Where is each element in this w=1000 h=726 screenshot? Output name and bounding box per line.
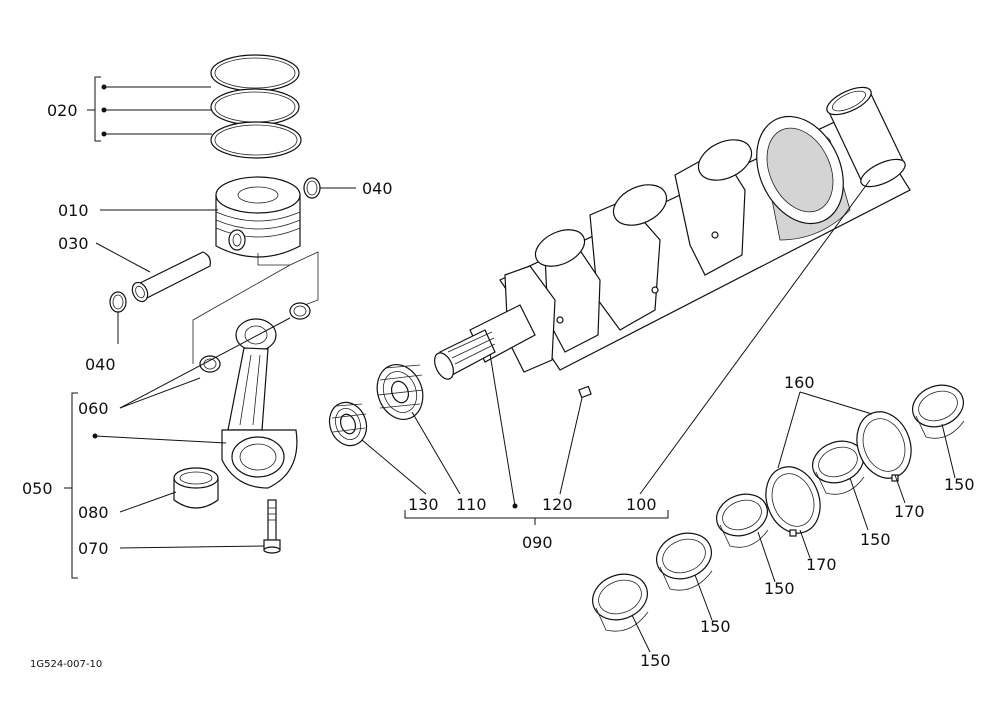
thrust-washer-right	[856, 411, 912, 482]
bracket-020	[87, 76, 212, 142]
crankshaft-gear	[376, 364, 424, 420]
callout-150-a: 150	[640, 651, 671, 670]
callout-170-a: 170	[806, 555, 837, 574]
callout-130: 130	[408, 495, 439, 514]
callout-150-e: 150	[944, 475, 975, 494]
callout-050: 050	[22, 479, 53, 498]
thrust-washer-left	[765, 466, 821, 537]
callout-100: 100	[626, 495, 657, 514]
snap-ring-top	[303, 177, 321, 199]
connecting-rod	[221, 318, 298, 489]
crankshaft-sleeve	[826, 86, 906, 188]
callout-040-top: 040	[362, 179, 393, 198]
callout-170-b: 170	[894, 502, 925, 521]
drawing-code: 1G524-007-10	[30, 659, 102, 670]
callout-070: 070	[78, 539, 109, 558]
callout-120: 120	[542, 495, 573, 514]
callout-150-c: 150	[764, 579, 795, 598]
callout-010: 010	[58, 201, 89, 220]
main-bearing-3	[716, 493, 769, 548]
bracket-050	[64, 392, 227, 579]
big-end-bearing	[173, 467, 219, 509]
callout-080: 080	[78, 503, 109, 522]
main-bearing-1	[592, 573, 649, 632]
main-bearing-2	[656, 532, 713, 591]
snap-ring-left	[109, 291, 127, 313]
connecting-rod-bolt	[263, 499, 281, 554]
feather-key	[578, 385, 592, 399]
main-bearing-5	[912, 384, 965, 439]
small-end-bushing-right	[289, 302, 311, 320]
callout-040-left: 040	[85, 355, 116, 374]
callout-150-b: 150	[700, 617, 731, 636]
callout-110: 110	[456, 495, 487, 514]
callout-150-d: 150	[860, 530, 891, 549]
callout-060: 060	[78, 399, 109, 418]
piston-ring-set	[210, 54, 302, 159]
callout-030: 030	[58, 234, 89, 253]
piston-pin	[131, 251, 211, 303]
callout-020: 020	[47, 101, 78, 120]
oil-pump-drive-gear	[328, 401, 368, 447]
callout-160: 160	[784, 373, 815, 392]
piston	[215, 176, 301, 266]
callout-090: 090	[522, 533, 553, 552]
crankshaft	[434, 109, 911, 380]
small-end-bushing-left	[199, 355, 221, 373]
